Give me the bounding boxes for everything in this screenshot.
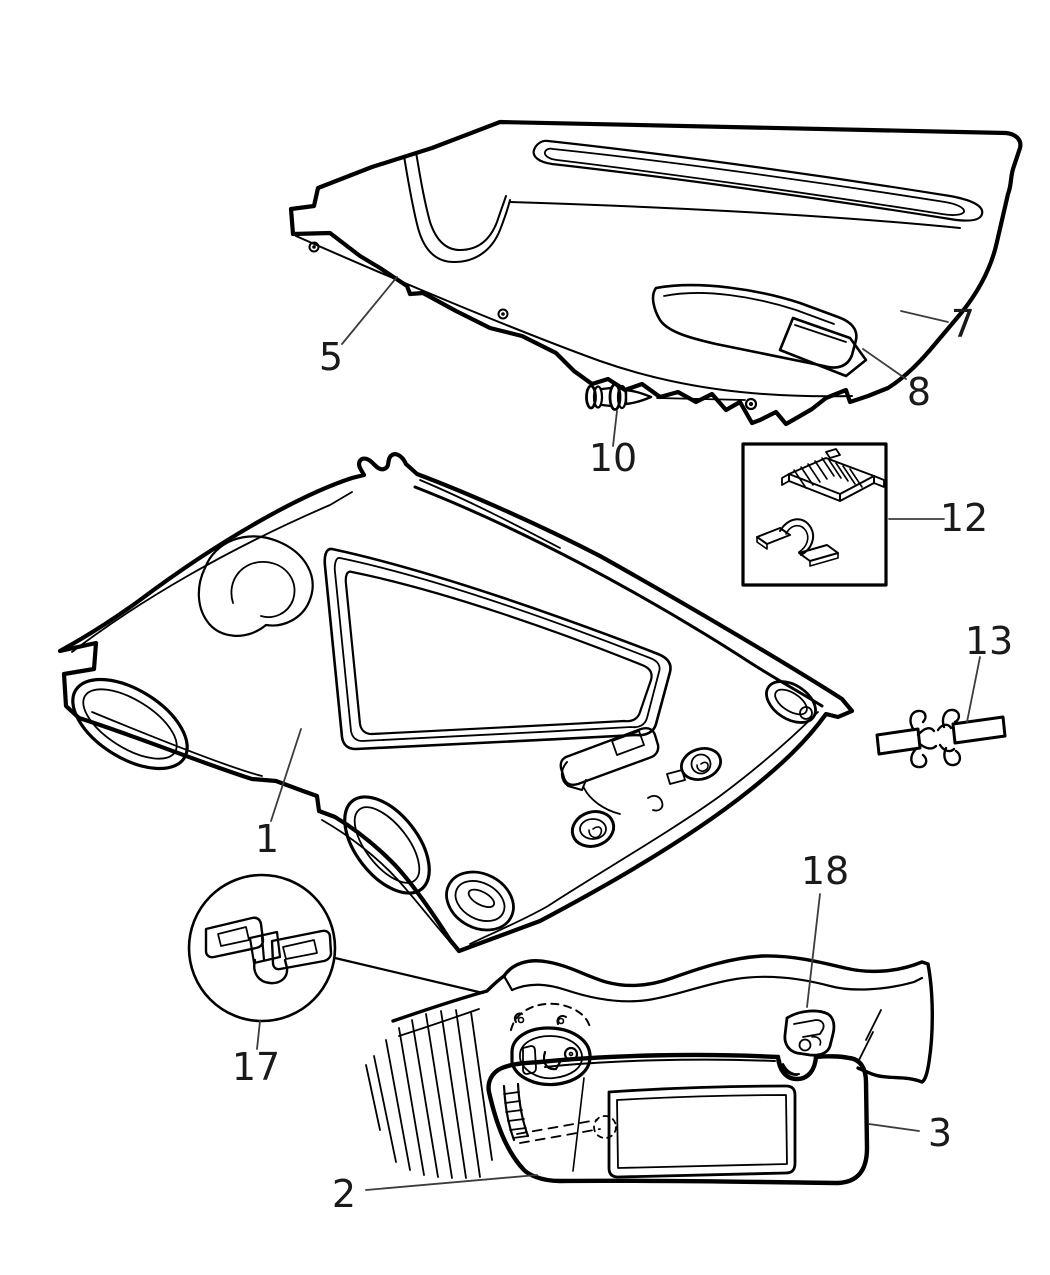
callout-label-8: 8	[906, 370, 932, 414]
callout-label-5: 5	[318, 335, 344, 379]
callout-label-10: 10	[588, 436, 638, 480]
callout-label-1: 1	[254, 817, 280, 861]
callout-label-7: 7	[950, 302, 976, 346]
callout-label-3: 3	[927, 1111, 953, 1155]
hardware-box-drawing	[741, 442, 888, 587]
retainer-clip-drawing	[875, 708, 1007, 769]
callout-label-18: 18	[800, 849, 850, 893]
callout-label-12: 12	[939, 496, 989, 540]
callout-leader-lines	[256, 276, 981, 1191]
visor-area-drawing	[365, 954, 934, 1186]
callout-label-2: 2	[331, 1172, 357, 1216]
push-pin-drawing	[585, 383, 746, 411]
headliner-drawing	[57, 452, 855, 954]
callout-label-13: 13	[964, 619, 1014, 663]
detail-circle-drawing	[187, 873, 485, 1023]
callout-label-17: 17	[231, 1045, 281, 1089]
